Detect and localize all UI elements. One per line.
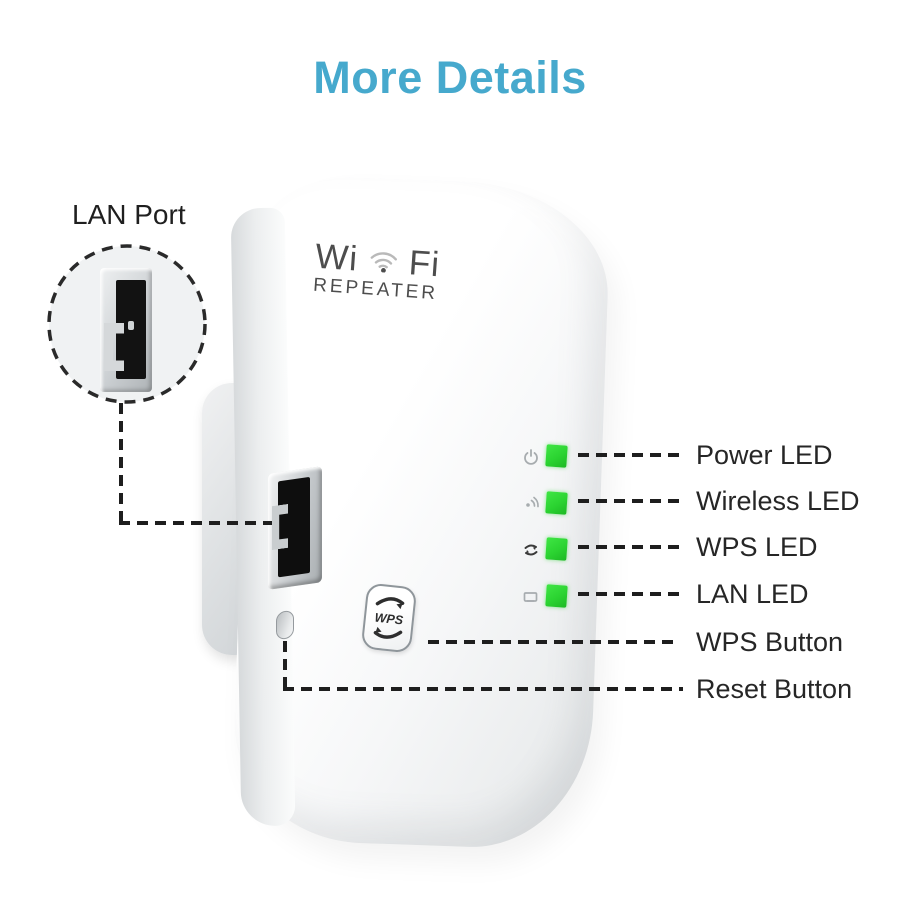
logo-fi: Fi [407, 243, 442, 285]
reset-button-line-horizontal [283, 687, 683, 691]
power-icon [524, 449, 538, 465]
lan-port-opening [278, 476, 310, 578]
brand-logo: Wi Fi REPEATER [310, 234, 444, 306]
wireless-led [545, 491, 568, 515]
lan-callout-line-vertical [119, 403, 123, 525]
power-led-line [578, 453, 680, 457]
lan-callout-line-horizontal [119, 521, 272, 525]
lan-led-label: LAN LED [696, 579, 809, 609]
ethernet-port-pin [128, 321, 134, 330]
power-led-label: Power LED [696, 440, 833, 470]
wireless-led-label: Wireless LED [696, 486, 860, 516]
wps-led [545, 537, 568, 561]
power-led [545, 444, 568, 468]
page-title: More Details [313, 52, 587, 103]
lan-port-callout-label: LAN Port [72, 199, 186, 230]
wireless-led-line [578, 499, 680, 503]
wps-led-line [578, 545, 680, 549]
wireless-signal-icon [526, 496, 539, 508]
sync-arrows-icon: WPS [373, 597, 404, 639]
reset-button-label: Reset Button [696, 674, 853, 704]
reset-button-line-vertical [283, 641, 287, 689]
ethernet-icon [523, 592, 538, 602]
logo-wi: Wi [313, 236, 360, 279]
lan-port-zoom-circle [42, 239, 212, 409]
sync-arrows-icon [524, 544, 538, 556]
lan-led [545, 584, 568, 608]
wps-button-label: WPS Button [696, 627, 844, 657]
wps-led-label: WPS LED [696, 532, 818, 562]
svg-text:WPS: WPS [374, 611, 404, 628]
wps-button: WPS [360, 582, 418, 654]
wifi-arcs-icon [360, 237, 409, 280]
wps-button-line [428, 640, 680, 644]
lan-led-line [578, 592, 680, 596]
